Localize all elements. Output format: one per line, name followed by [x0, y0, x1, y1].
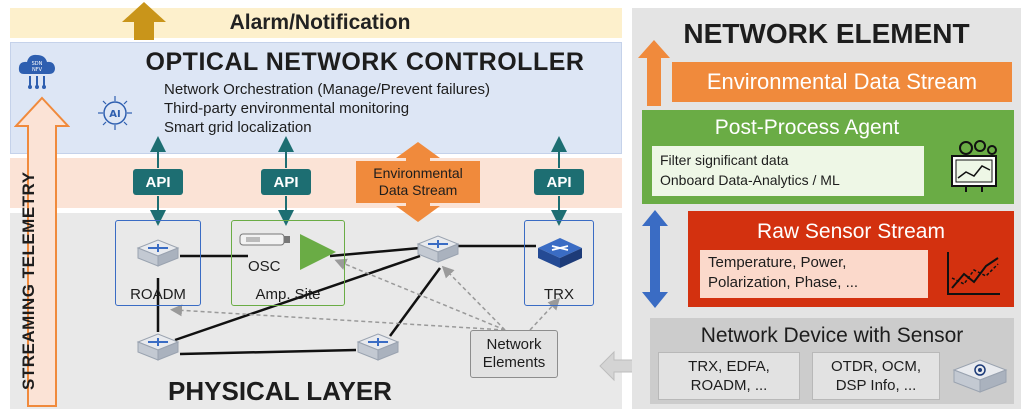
trend-chart-icon	[947, 252, 1000, 295]
network-device-with-sensor-title: Network Device with Sensor	[700, 324, 964, 347]
network-switch-icon	[136, 333, 180, 361]
blue-double-arrow-icon	[642, 210, 668, 308]
network-elements-callout: Network Elements	[470, 330, 558, 378]
sdn-badge-text: SDN	[32, 61, 43, 67]
network-switch-icon	[416, 235, 460, 263]
device-types-box: TRX, EDFA, ROADM, ...	[658, 352, 800, 400]
controller-line: Network Orchestration (Manage/Prevent fa…	[164, 81, 490, 98]
network-element-title: NETWORK ELEMENT	[683, 18, 970, 49]
orange-up-arrow-icon	[638, 40, 670, 106]
raw-line: Temperature, Power,	[708, 254, 847, 271]
env-stream-line: Data Stream	[378, 182, 458, 198]
network-switch-icon	[356, 333, 400, 361]
api-label-trx: API	[534, 169, 584, 195]
ppa-line: Filter significant data	[660, 152, 789, 168]
amplifier-triangle-icon	[300, 234, 336, 270]
raw-sensor-stream-details: Temperature, Power, Polarization, Phase,…	[700, 250, 928, 298]
ppa-line: Onboard Data-Analytics / ML	[660, 172, 840, 188]
env-stream-line: Environmental	[373, 165, 463, 181]
ai-chip-label: AI	[109, 109, 120, 120]
environmental-data-stream-box: Environmental Data Stream	[356, 161, 480, 203]
post-process-agent-details: Filter significant data Onboard Data-Ana…	[652, 146, 924, 196]
physical-layer-title: PHYSICAL LAYER	[168, 375, 392, 406]
streaming-telemetry-arrow-icon	[14, 96, 70, 407]
controller-capabilities: Network Orchestration (Manage/Prevent fa…	[164, 80, 604, 137]
alarm-notification-label: Alarm/Notification	[229, 11, 411, 34]
sensor-types-box: OTDR, OCM, DSP Info, ...	[812, 352, 940, 400]
network-elements-line: Network	[486, 336, 542, 353]
ai-chip-icon: AI	[98, 96, 132, 130]
trx-node-box	[524, 220, 594, 306]
physical-topology	[156, 244, 561, 356]
roadm-label: ROADM	[130, 285, 186, 303]
osc-module-icon	[239, 233, 290, 246]
sdn-nfv-cloud-icon: SDN NFV	[18, 54, 55, 89]
sensor-device-icon	[952, 359, 1008, 393]
api-arrows	[150, 136, 567, 226]
api-label-roadm: API	[133, 169, 183, 195]
raw-line: Polarization, Phase, ...	[708, 274, 859, 291]
roadm-device-icon	[136, 239, 180, 267]
device-types-line: ROADM, ...	[690, 377, 768, 394]
controller-line: Third-party environmental monitoring	[164, 100, 410, 117]
api-band	[10, 158, 622, 208]
controller-title: OPTICAL NETWORK CONTROLLER	[145, 47, 585, 76]
nfv-badge-text: NFV	[32, 67, 43, 73]
sensor-types-line: DSP Info, ...	[835, 377, 917, 394]
sensor-types-line: OTDR, OCM,	[831, 358, 921, 375]
amp-site-box	[231, 220, 345, 306]
roadm-node-box	[115, 220, 201, 306]
network-elements-line: Elements	[482, 354, 546, 371]
alarm-band	[10, 8, 622, 38]
alarm-up-arrow-icon	[122, 2, 166, 40]
amp-site-label: Amp. Site	[255, 285, 321, 303]
analytics-gear-icon	[951, 140, 997, 192]
osc-label: OSC	[248, 258, 281, 275]
api-label-amp: API	[261, 169, 311, 195]
post-process-agent-title: Post-Process Agent	[714, 116, 900, 139]
controller-line: Smart grid localization	[164, 119, 312, 136]
trx-router-icon	[538, 238, 582, 268]
device-types-line: TRX, EDFA,	[688, 358, 770, 375]
environmental-data-stream-banner: Environmental Data Stream	[672, 62, 1012, 102]
optical-network-controller	[10, 42, 622, 154]
raw-sensor-stream-title: Raw Sensor Stream	[757, 220, 945, 243]
trx-label: TRX	[544, 285, 574, 303]
